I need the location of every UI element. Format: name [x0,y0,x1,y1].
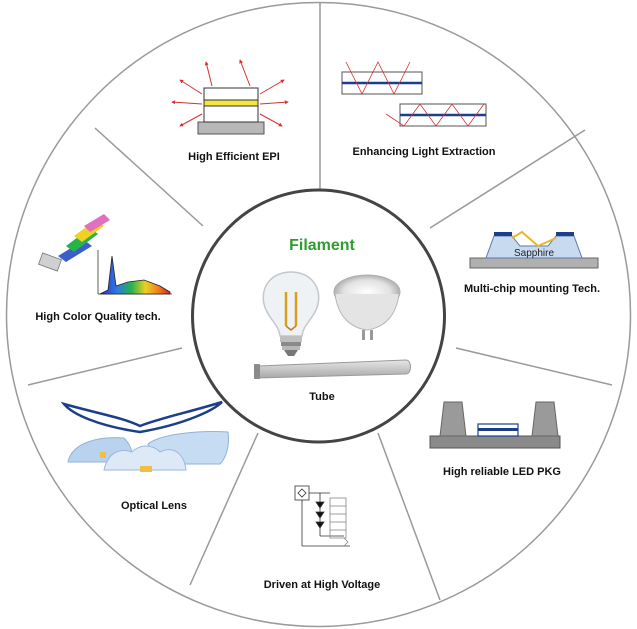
sapphire-chip-icon [469,230,599,269]
center-title: Filament [289,237,355,254]
multichip-sapphire-label: Sapphire [514,248,554,259]
inner-circle [191,188,446,444]
circuit-icon [294,485,350,547]
label-high-efficient-epi: High Efficient EPI [188,151,280,163]
label-high-color-quality: High Color Quality tech. [35,311,160,323]
label-enhancing-light-extraction: Enhancing Light Extraction [352,146,495,158]
spectrum-icon [38,214,172,295]
label-high-reliable-led-pkg: High reliable LED PKG [443,466,561,478]
segment-dividers [27,2,613,601]
label-optical-lens: Optical Lens [121,500,187,512]
led-epi-chip-icon [171,59,289,135]
mr16-spot-icon [333,274,401,340]
label-multi-chip-mounting: Multi-chip mounting Tech. [464,283,600,295]
label-driven-at-high-voltage: Driven at High Voltage [264,579,381,591]
led-package-icon [429,401,561,449]
optical-lens-icon [60,400,229,472]
filament-bulb-icon [262,271,320,356]
tube-label: Tube [309,391,334,403]
light-extraction-icon [341,61,487,127]
led-tube-icon [254,359,411,379]
